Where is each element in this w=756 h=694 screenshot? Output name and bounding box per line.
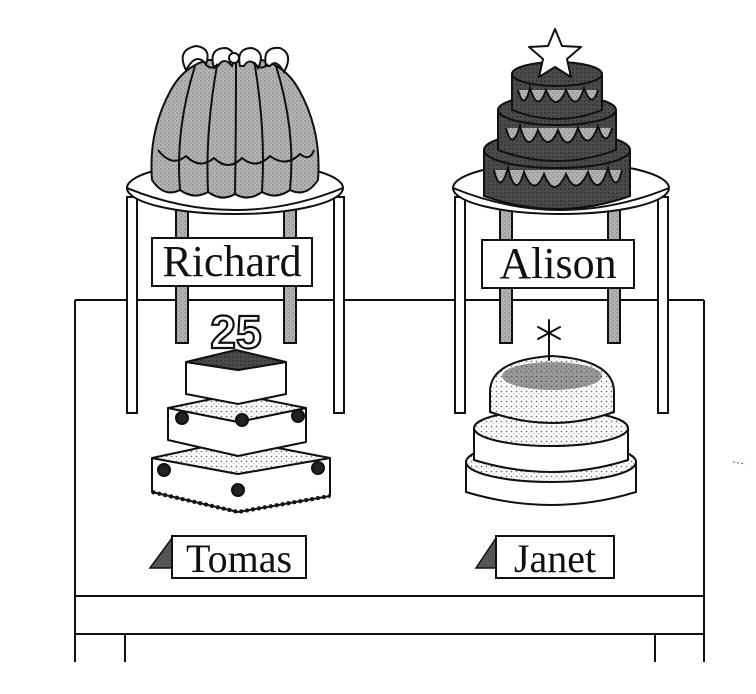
label-janet: Janet <box>474 535 615 581</box>
tiered-cake <box>483 61 631 210</box>
label-janet-text: Janet <box>514 536 596 581</box>
label-alison-text: Alison <box>499 239 616 288</box>
label-alison-card <box>481 239 635 289</box>
label-tomas-card <box>171 535 307 579</box>
label-tomas-text: Tomas <box>186 536 292 581</box>
label-richard-text: Richard <box>162 237 301 286</box>
label-janet-card <box>495 535 615 579</box>
label-richard: Richard <box>151 237 313 287</box>
candle-number-25: 25 <box>210 306 261 358</box>
snowflake-icon <box>537 319 561 361</box>
round-cake <box>465 354 637 506</box>
jelly-cake <box>150 59 320 199</box>
bow-icon <box>181 44 290 75</box>
label-alison: Alison <box>481 239 635 289</box>
label-richard-card <box>151 237 313 287</box>
star-icon <box>528 28 582 78</box>
label-tomas: Tomas <box>148 535 307 581</box>
square-cake <box>151 349 331 514</box>
